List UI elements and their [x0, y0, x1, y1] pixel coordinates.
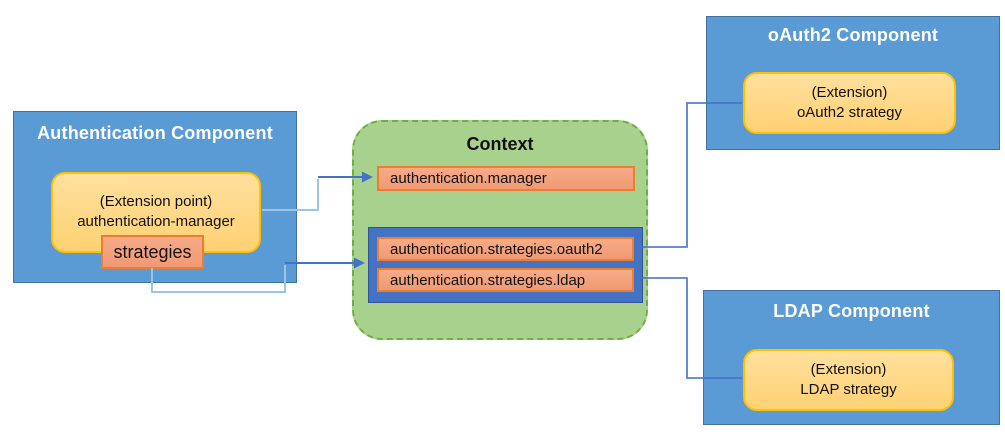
oauth2-component-title: oAuth2 Component [767, 25, 939, 45]
ldap-extension-line2: LDAP strategy [800, 381, 897, 398]
oauth2-extension-line2: oAuth2 strategy [796, 104, 903, 121]
authentication-component-title: Authentication Component [37, 123, 273, 143]
oauth2-extension-line1: (Extension) [811, 84, 888, 101]
context-entry-strategies-oauth2: authentication.strategies.oauth2 [377, 237, 634, 261]
strategies-box: strategies [101, 235, 204, 269]
ldap-component-box: LDAP Component (Extension) LDAP strategy [703, 290, 1000, 425]
ldap-extension-box: (Extension) LDAP strategy [743, 349, 954, 411]
extension-point-line2: authentication-manager [77, 213, 235, 230]
oauth2-component-box: oAuth2 Component (Extension) oAuth2 stra… [706, 16, 1000, 150]
oauth2-extension-box: (Extension) oAuth2 strategy [743, 72, 956, 134]
extension-point-line1: (Extension point) [99, 193, 213, 210]
context-entry-strategies-ldap: authentication.strategies.ldap [377, 268, 634, 292]
context-title: Context [466, 134, 534, 154]
authentication-component-box: Authentication Component (Extension poin… [13, 111, 297, 283]
context-box: Context authentication.manager authentic… [352, 120, 648, 340]
ldap-extension-line1: (Extension) [810, 361, 887, 378]
strategies-group-box: authentication.strategies.oauth2 authent… [368, 227, 643, 303]
ldap-component-title: LDAP Component [773, 301, 930, 321]
context-entry-authentication-manager: authentication.manager [377, 166, 635, 191]
